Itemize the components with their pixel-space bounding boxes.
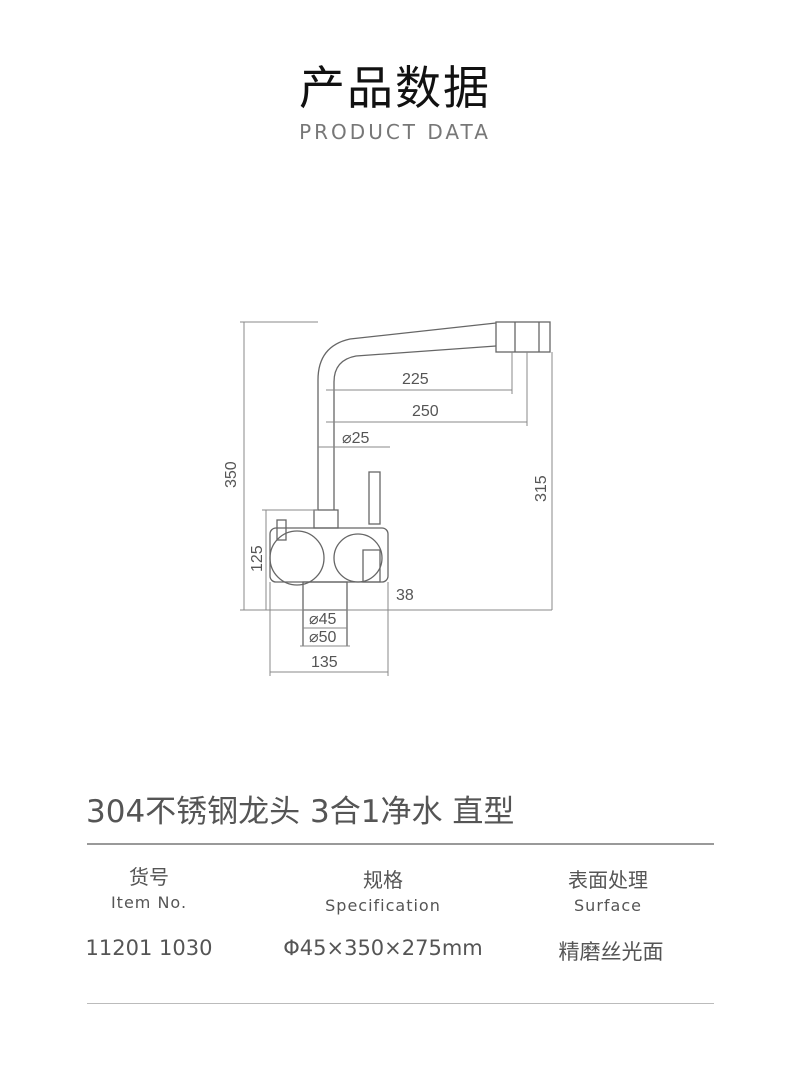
faucet-technical-drawing: 225 250 ⌀25 350 315 125 38 ⌀45 ⌀50 135 (223, 321, 553, 676)
spec-value-surface: 精磨丝光面 (558, 940, 664, 964)
spec-header-specification-en: Specification (325, 896, 441, 915)
product-name: 304不锈钢龙头 3合1净水 直型 (86, 794, 515, 830)
table-top-divider (87, 843, 714, 845)
faucet-outline (269, 321, 551, 646)
table-bottom-divider (87, 1003, 714, 1004)
dim-label-d25: ⌀25 (342, 430, 370, 447)
spec-header-surface: 表面处理 Surface (503, 864, 713, 915)
dim-label-225: 225 (402, 371, 429, 388)
dim-label-315: 315 (533, 475, 550, 502)
dim-label-125: 125 (249, 545, 266, 572)
page-title: 产品数据 (299, 61, 491, 115)
page-subtitle: PRODUCT DATA (299, 120, 491, 144)
spec-header-surface-cn: 表面处理 (568, 868, 648, 892)
spec-header-item-no: 货号 Item No. (44, 861, 254, 912)
spec-header-specification-cn: 规格 (363, 868, 403, 892)
dim-label-d45: ⌀45 (309, 611, 337, 628)
dimension-lines (240, 321, 553, 676)
spec-header-specification: 规格 Specification (278, 864, 488, 915)
dim-label-135: 135 (311, 654, 338, 671)
spec-header-surface-en: Surface (574, 896, 642, 915)
spec-header-item-no-cn: 货号 (129, 865, 169, 889)
spec-value-specification: Φ45×350×275mm (283, 936, 483, 960)
dim-label-38: 38 (396, 587, 414, 604)
spec-header-item-no-en: Item No. (110, 893, 188, 912)
dim-label-350: 350 (223, 461, 240, 488)
spec-value-item-no: 11201 1030 (85, 936, 213, 960)
dim-label-250: 250 (412, 403, 439, 420)
dim-label-d50: ⌀50 (309, 629, 337, 646)
dimension-labels: 225 250 ⌀25 350 315 125 38 ⌀45 ⌀50 135 (223, 371, 550, 671)
